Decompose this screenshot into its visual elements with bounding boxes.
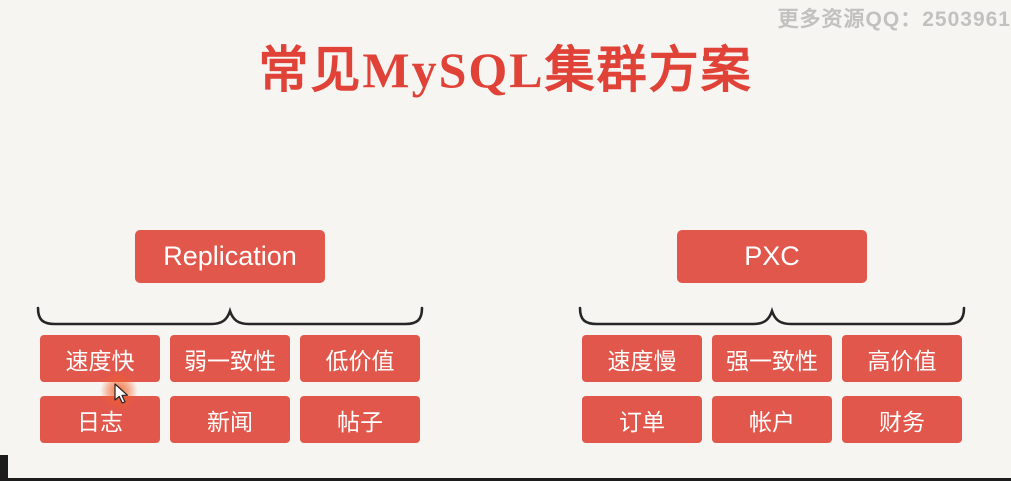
replication-header-box: Replication bbox=[135, 230, 325, 283]
brace-icon bbox=[578, 306, 966, 326]
feature-box-strong-consistency: 强一致性 bbox=[712, 335, 832, 382]
pxc-grid: 速度慢 强一致性 高价值 订单 帐户 财务 bbox=[577, 335, 967, 443]
usecase-box-accounts: 帐户 bbox=[712, 396, 832, 443]
page-title: 常见MySQL集群方案 bbox=[258, 42, 753, 98]
pxc-header-box: PXC bbox=[677, 230, 867, 283]
feature-box-high-value: 高价值 bbox=[842, 335, 962, 382]
usecase-box-news: 新闻 bbox=[170, 396, 290, 443]
replication-grid: 速度快 弱一致性 低价值 日志 新闻 帖子 bbox=[35, 335, 425, 443]
group-pxc: PXC 速度慢 强一致性 高价值 订单 帐户 财务 bbox=[577, 230, 967, 443]
watermark-text: 更多资源QQ：2503961 bbox=[777, 8, 1011, 31]
feature-box-speed-slow: 速度慢 bbox=[582, 335, 702, 382]
bottom-left-corner-bar bbox=[0, 455, 8, 481]
feature-box-speed-fast: 速度快 bbox=[40, 335, 160, 382]
usecase-box-orders: 订单 bbox=[582, 396, 702, 443]
usecase-box-posts: 帖子 bbox=[300, 396, 420, 443]
feature-box-weak-consistency: 弱一致性 bbox=[170, 335, 290, 382]
brace-icon bbox=[36, 306, 424, 326]
feature-box-low-value: 低价值 bbox=[300, 335, 420, 382]
usecase-box-logs: 日志 bbox=[40, 396, 160, 443]
bottom-edge-bar bbox=[0, 478, 1011, 481]
group-replication: Replication 速度快 弱一致性 低价值 日志 新闻 帖子 bbox=[35, 230, 425, 443]
usecase-box-finance: 财务 bbox=[842, 396, 962, 443]
